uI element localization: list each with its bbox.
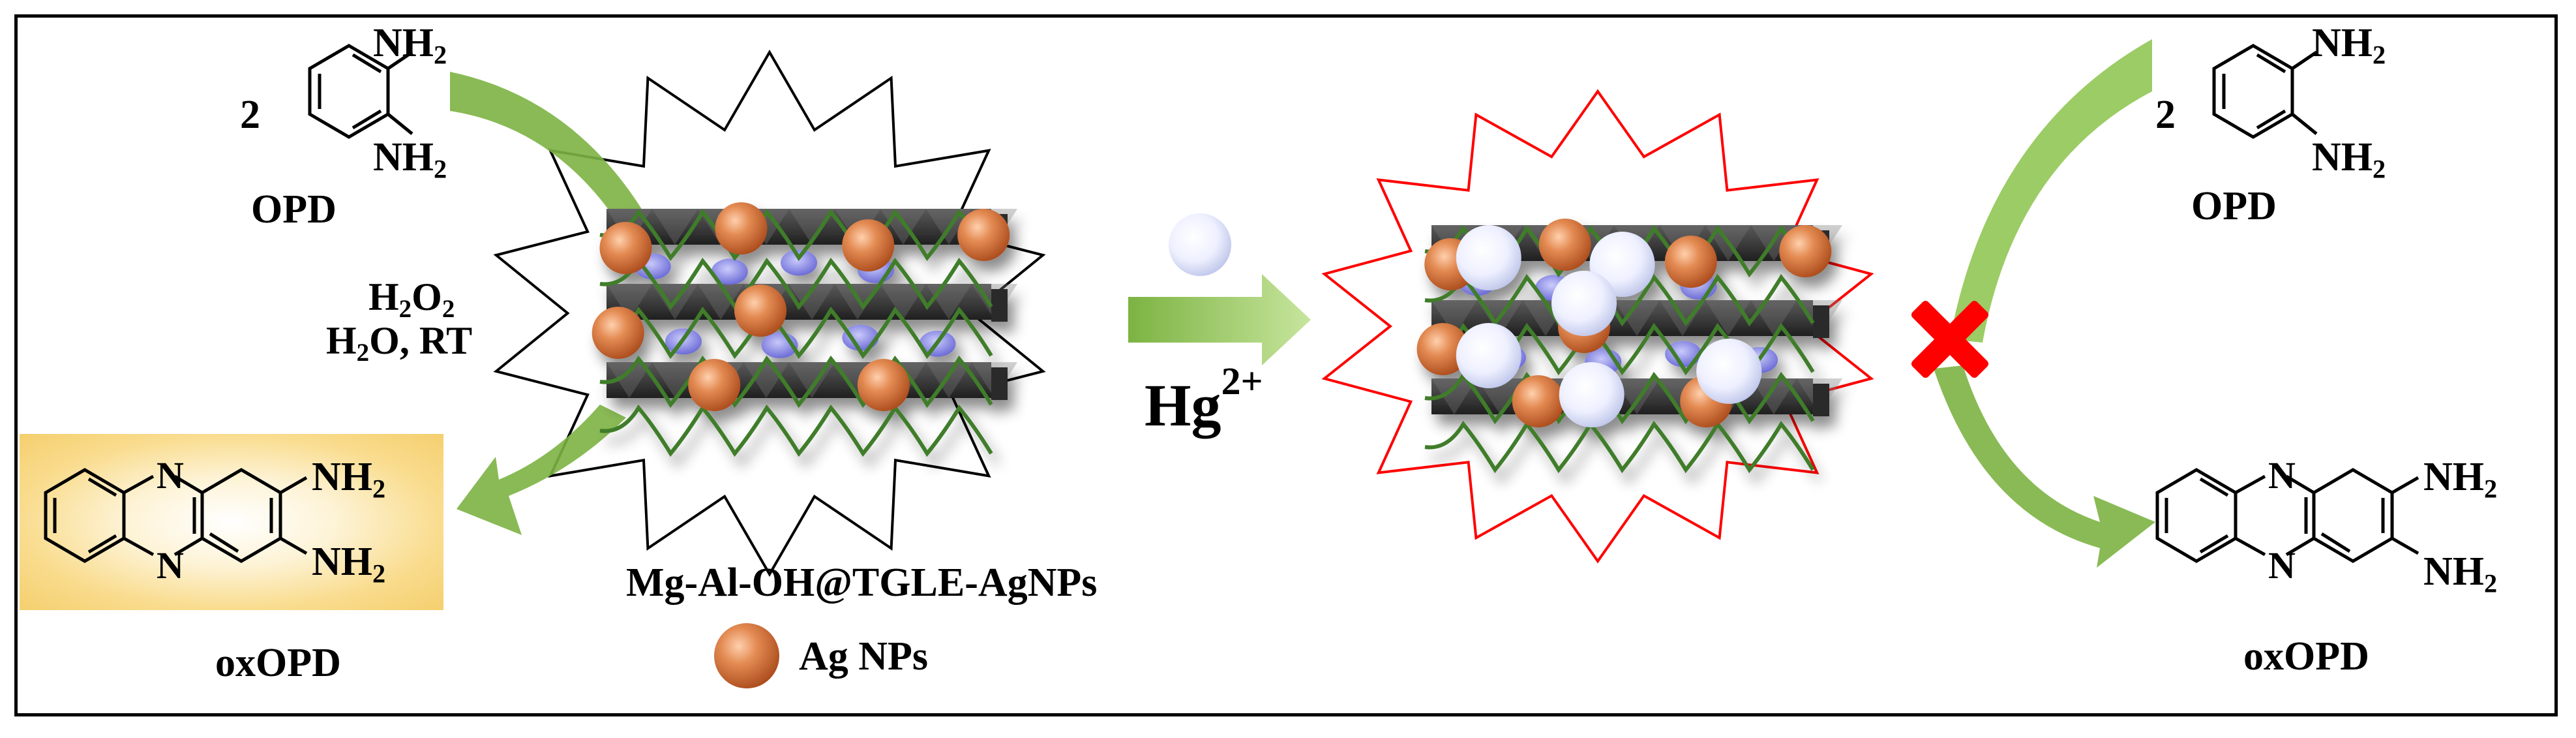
ldh-layer bbox=[607, 284, 1017, 322]
hg-bound-sphere bbox=[1456, 323, 1521, 388]
ag-np-legend-label: Ag NPs bbox=[799, 634, 929, 679]
opd-coefficient-right: 2 bbox=[2155, 93, 2176, 137]
ag-np bbox=[734, 284, 786, 337]
nh2-bottom-left: NH2 bbox=[373, 135, 447, 184]
opd-name-left: OPD bbox=[251, 187, 337, 232]
arrow-opd-to-catalyst bbox=[450, 72, 646, 225]
hg-bound-sphere bbox=[1559, 362, 1625, 427]
oxopd-ring-left bbox=[44, 468, 308, 563]
hg-ion-sphere-icon bbox=[1169, 213, 1231, 276]
ag-np bbox=[599, 222, 652, 274]
ag-np bbox=[1779, 225, 1832, 277]
interlayer-anion bbox=[842, 324, 879, 351]
tgle-chain bbox=[1424, 371, 1815, 425]
oxopd-n-top-left: N bbox=[157, 454, 184, 497]
product-glow-panel bbox=[20, 434, 443, 610]
hg-bound-sphere bbox=[1696, 339, 1762, 404]
opd-name-right: OPD bbox=[2191, 184, 2277, 228]
ag-np bbox=[1416, 323, 1469, 375]
x-cross-icon bbox=[1911, 300, 1989, 378]
tgle-chain bbox=[1424, 420, 1815, 474]
ag-np-sphere-icon bbox=[714, 623, 779, 688]
oxopd-name-left: oxOPD bbox=[215, 641, 341, 685]
hg-ion-label: Hg2+ bbox=[1145, 360, 1263, 438]
material-label: Mg-Al-OH@TGLE-AgNPs bbox=[626, 561, 1098, 605]
oxopd-nh2-top-left: NH2 bbox=[312, 455, 386, 504]
tgle-chain bbox=[599, 355, 993, 408]
arrow-catalyst-to-oxopd bbox=[457, 405, 626, 535]
tgle-chain bbox=[1424, 273, 1815, 327]
hg-addition-arrow bbox=[1128, 274, 1311, 365]
arrow-to-oxopd-right bbox=[1934, 365, 2155, 568]
arrow-opd-blocked bbox=[1950, 39, 2152, 343]
ag-np bbox=[1664, 236, 1717, 288]
oxopd-n-bottom-right: N bbox=[2268, 544, 2296, 587]
nh2-bottom-right: NH2 bbox=[2312, 135, 2386, 184]
oxopd-nh2-top-right: NH2 bbox=[2423, 455, 2498, 504]
tgle-chain bbox=[599, 306, 993, 360]
ag-np bbox=[1512, 375, 1565, 427]
oxopd-nh2-bottom-right: NH2 bbox=[2423, 549, 2498, 598]
nh2-top-left: NH2 bbox=[373, 21, 447, 70]
hg-bound-sphere bbox=[1456, 225, 1521, 290]
tgle-chain bbox=[599, 257, 993, 311]
ag-np bbox=[688, 359, 741, 411]
interlayer-anion bbox=[711, 258, 748, 285]
conditions-line2: H2O, RT bbox=[326, 319, 473, 367]
conditions-line1: H2O2 bbox=[368, 275, 455, 323]
tgle-chain bbox=[599, 404, 993, 457]
oxopd-nh2-bottom-left: NH2 bbox=[312, 540, 386, 589]
nh2-top-right: NH2 bbox=[2312, 21, 2386, 70]
opd-ring-right bbox=[2212, 44, 2318, 139]
ag-np bbox=[857, 359, 910, 411]
ag-np bbox=[957, 209, 1010, 261]
opd-coefficient-left: 2 bbox=[240, 93, 260, 137]
oxopd-n-bottom-left: N bbox=[157, 544, 184, 587]
tgle-chain bbox=[599, 208, 993, 262]
ag-np bbox=[1538, 219, 1591, 271]
oxopd-ring-right bbox=[2155, 468, 2419, 563]
ag-np bbox=[842, 219, 895, 271]
interlayer-anion bbox=[781, 249, 817, 276]
ag-np bbox=[592, 307, 644, 359]
opd-ring-left bbox=[308, 44, 413, 139]
outer-frame bbox=[14, 14, 2558, 716]
ag-np bbox=[715, 202, 768, 254]
hg-bound-sphere bbox=[1551, 271, 1617, 336]
oxopd-name-right: oxOPD bbox=[2243, 634, 2369, 679]
interlayer-anion bbox=[1665, 341, 1702, 367]
oxopd-n-top-right: N bbox=[2268, 454, 2296, 497]
